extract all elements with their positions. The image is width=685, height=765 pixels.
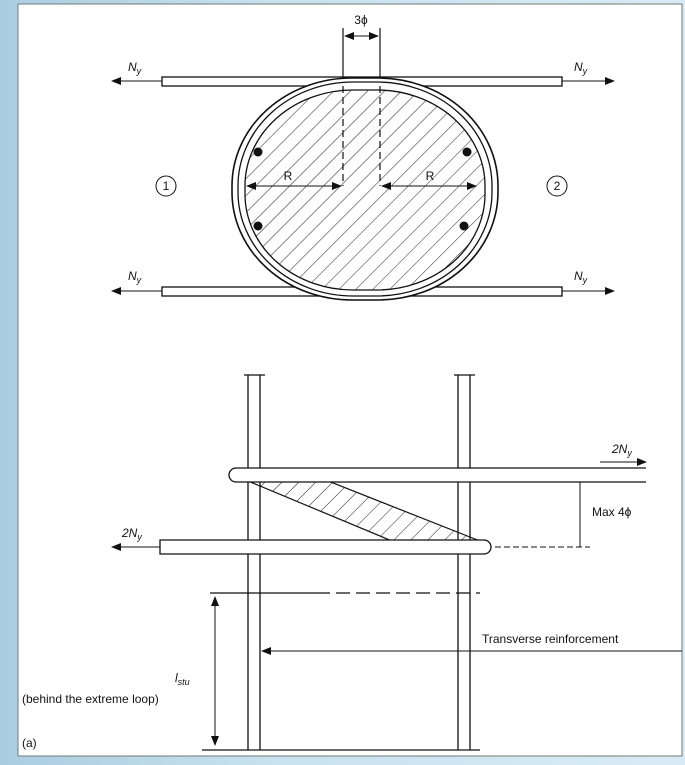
region-1-label: 1 — [163, 179, 170, 193]
ny-label-top-right: Ny — [574, 60, 588, 76]
region-2-label: 2 — [554, 179, 561, 193]
radius-label-left: R — [284, 169, 293, 183]
behind-label: (behind the extreme loop) — [22, 692, 159, 706]
rebar-dot — [459, 221, 469, 231]
rebar-dot — [462, 147, 472, 157]
elevation-view: 2Ny 2Ny Max 4ϕ Transverse reinforcement … — [22, 374, 682, 751]
transverse-label: Transverse reinforcement — [482, 632, 619, 646]
hatched-core — [244, 89, 486, 291]
two-ny-label-left: 2Ny — [121, 526, 142, 542]
ny-label-bottom-left: Ny — [128, 269, 142, 285]
ny-label-bottom-right: Ny — [574, 269, 588, 285]
plan-view: 3ϕ R R 1 2 Ny Ny Ny Ny — [111, 13, 615, 301]
rebar-dot — [253, 221, 263, 231]
lstu-label: lstu — [175, 671, 190, 687]
two-ny-label-right: 2Ny — [611, 442, 632, 458]
dim-3phi-label: 3ϕ — [354, 13, 368, 27]
lower-loop-bar — [159, 539, 492, 555]
radius-label-right: R — [426, 169, 435, 183]
max-spacing-label: Max 4ϕ — [592, 505, 632, 519]
ny-label-top-left: Ny — [128, 60, 142, 76]
upper-loop-bar — [228, 467, 646, 483]
panel-label: (a) — [22, 736, 37, 750]
rebar-dot — [253, 147, 263, 157]
